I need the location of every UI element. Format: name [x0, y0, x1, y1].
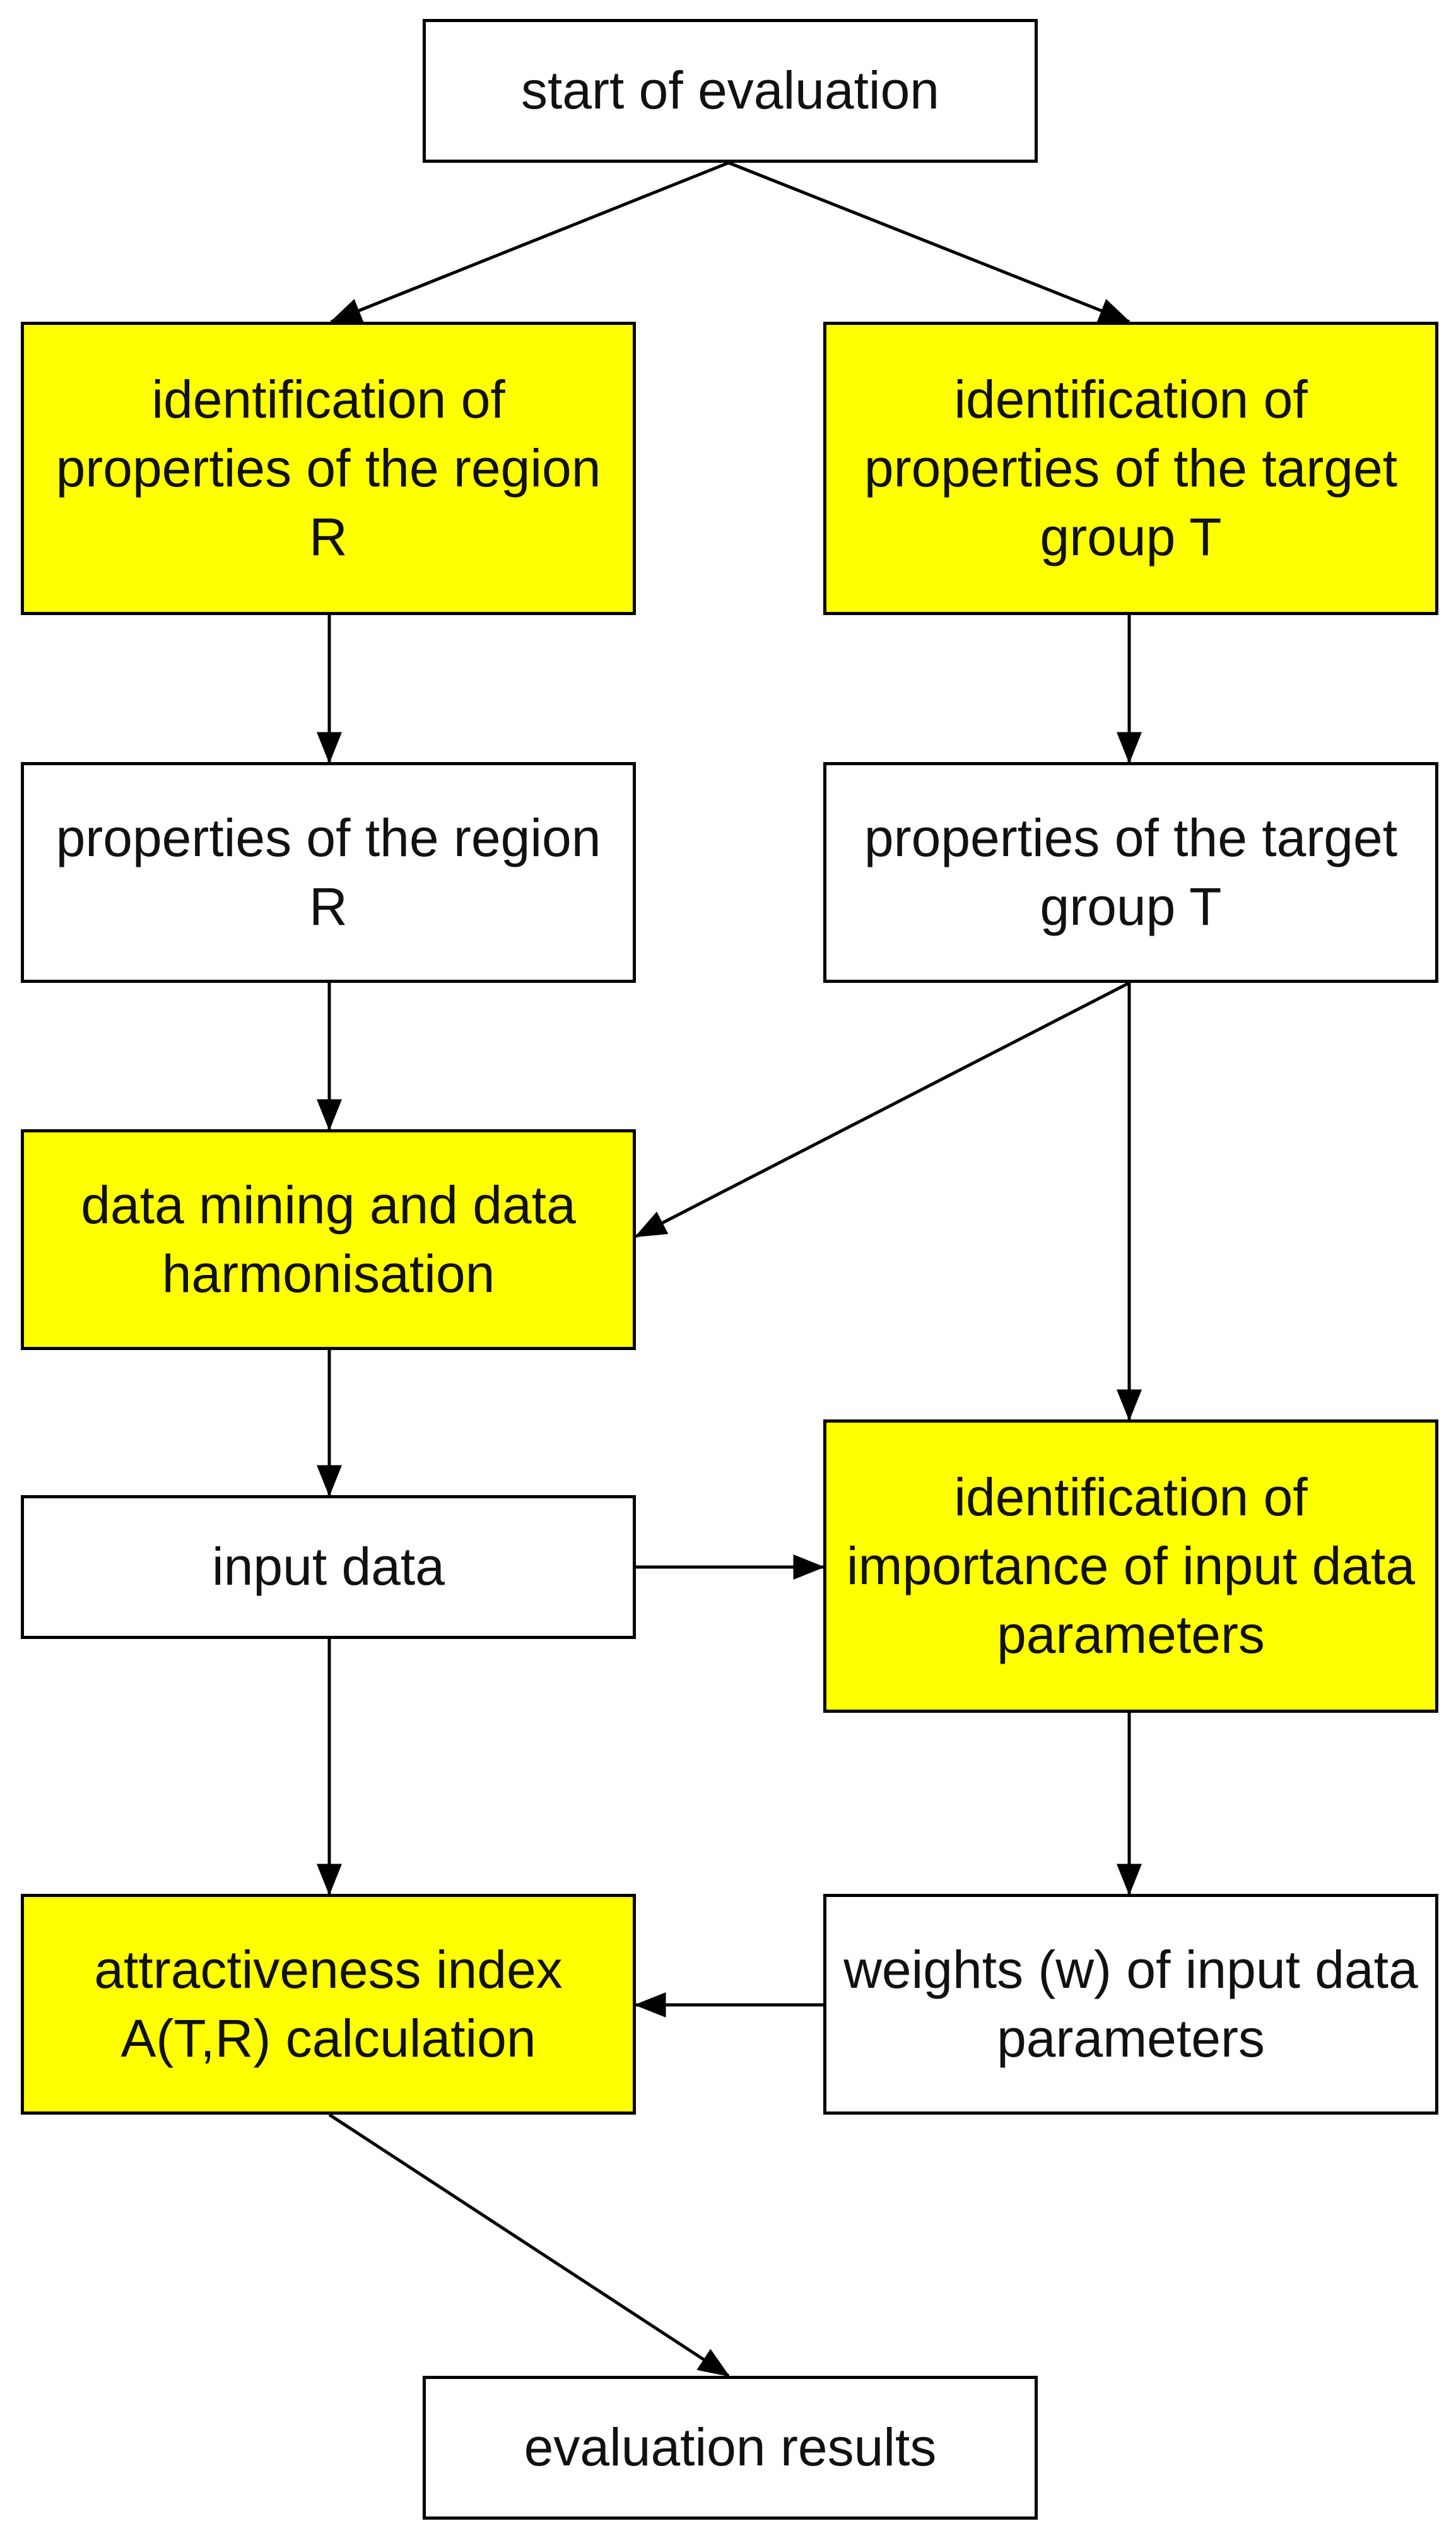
node-label: evaluation results: [524, 2417, 937, 2477]
node-data-mining: data mining and data harmonisation: [21, 1129, 636, 1350]
node-evaluation-results: evaluation results: [423, 2376, 1038, 2520]
node-label: properties of the region R: [56, 808, 601, 936]
node-label: properties of the target group T: [864, 808, 1398, 936]
node-label: identification of properties of the targ…: [864, 369, 1398, 567]
arrow-start-to-id-region: [329, 161, 729, 324]
node-input-data: input data: [21, 1495, 636, 1639]
arrow-start-to-id-target: [728, 161, 1131, 324]
node-start-of-evaluation: start of evaluation: [423, 19, 1038, 163]
node-properties-target-group: properties of the target group T: [823, 762, 1438, 983]
node-identification-region: identification of properties of the regi…: [21, 322, 636, 615]
node-properties-region: properties of the region R: [21, 762, 636, 983]
node-label: attractiveness index A(T,R) calculation: [94, 1939, 563, 2068]
node-identification-importance: identification of importance of input da…: [823, 1419, 1438, 1713]
arrow-prop-target-to-data-mining: [634, 981, 1130, 1238]
node-identification-target-group: identification of properties of the targ…: [823, 322, 1438, 615]
node-label: data mining and data harmonisation: [81, 1175, 576, 1303]
node-label: start of evaluation: [520, 61, 940, 120]
node-label: identification of importance of input da…: [846, 1467, 1416, 1665]
node-attractiveness-index: attractiveness index A(T,R) calculation: [21, 1894, 636, 2115]
arrow-attractiveness-to-results: [328, 2113, 731, 2378]
node-label: input data: [212, 1537, 445, 1597]
node-weights: weights (w) of input data parameters: [823, 1894, 1438, 2115]
node-label: weights (w) of input data parameters: [843, 1939, 1418, 2068]
node-label: identification of properties of the regi…: [56, 369, 601, 567]
